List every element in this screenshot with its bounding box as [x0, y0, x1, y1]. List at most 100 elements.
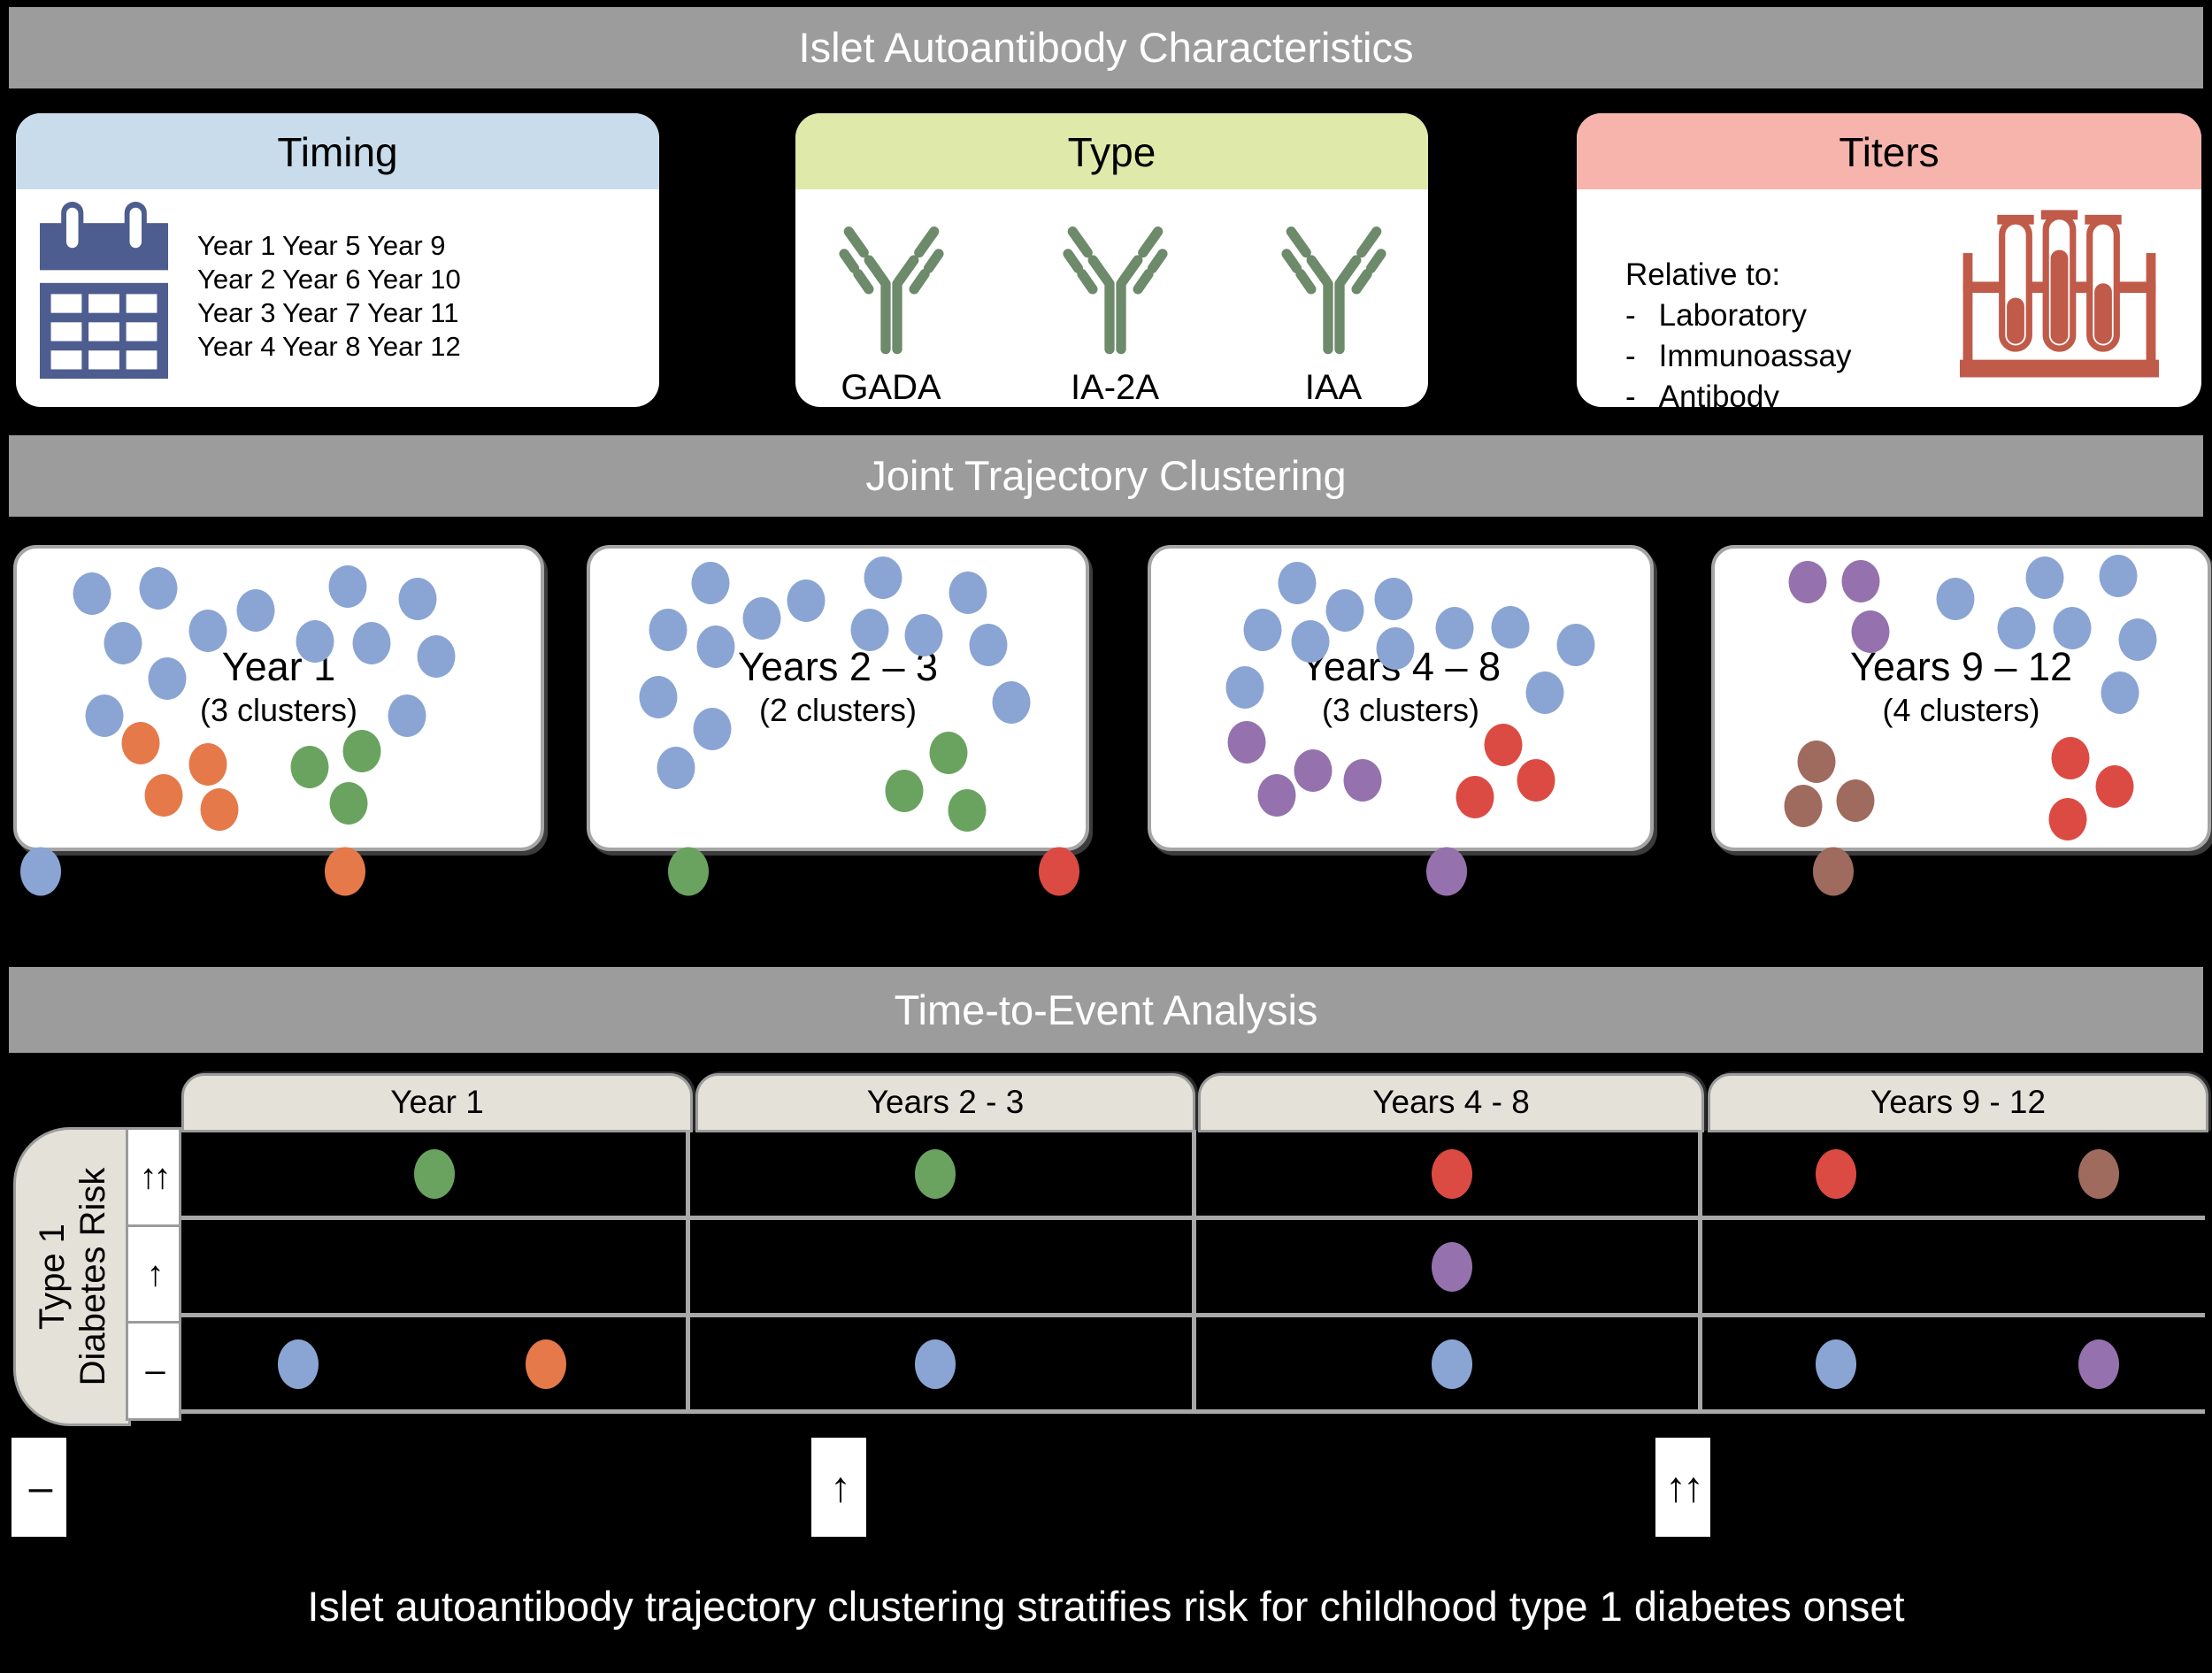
- cluster-dot-blue: [992, 681, 1031, 725]
- cluster-title: Year 1: [221, 644, 336, 690]
- risk-symbol-average: –: [145, 1351, 165, 1391]
- cluster-dot-orange: [121, 722, 160, 765]
- cluster-dot-purple: [1343, 758, 1382, 802]
- cluster-dot-blue: [904, 614, 943, 657]
- table-gridline-vertical: [1698, 1130, 1702, 1413]
- cluster-dot-blue: [188, 609, 227, 652]
- titers-item: - Antibody: [1625, 379, 1852, 407]
- cluster-dot-blue: [2053, 606, 2092, 649]
- bullet-dash: -: [1625, 298, 1636, 333]
- cluster-dot-blue: [864, 556, 902, 600]
- banner-islet-autoantibody-characteristics: Islet Autoantibody Characteristics: [9, 7, 2203, 88]
- cluster-dot-brown: [1836, 779, 1875, 822]
- cluster-dot-blue: [1435, 606, 1474, 649]
- cluster-dot-blue: [328, 564, 367, 608]
- risk-legend-symbol: ↑: [830, 1463, 851, 1511]
- cluster-subtitle: (2 clusters): [758, 692, 918, 729]
- cluster-dot-orange: [144, 773, 183, 817]
- titers-item-label: Antibody: [1658, 380, 1779, 407]
- cluster-dot-green: [948, 789, 987, 833]
- timing-header: Timing: [16, 113, 659, 189]
- cluster-dot-blue: [236, 588, 275, 632]
- timing-year-label: Year 1: [197, 230, 276, 261]
- cluster-dot-purple: [1227, 721, 1266, 764]
- cluster-dot-green: [929, 731, 968, 774]
- cluster-legend-dot-purple: [1426, 847, 1467, 896]
- risk-table-dot-red: [1431, 1149, 1472, 1199]
- cluster-dot-blue: [649, 608, 687, 651]
- test-tubes-icon: [1960, 210, 2159, 378]
- risk-table-dot-green: [414, 1149, 455, 1199]
- cluster-legend-dot-green: [668, 847, 709, 896]
- timing-year-label: Year 9: [367, 230, 446, 261]
- risk-legend-high-box: ↑↑: [1655, 1438, 1710, 1537]
- cluster-dot-red: [1517, 758, 1555, 802]
- cluster-dot-brown: [1784, 785, 1823, 828]
- risk-symbol-column: ↑↑ ↑ –: [126, 1127, 181, 1421]
- cluster-dot-blue: [1997, 606, 2036, 649]
- timing-year-label: Year 7: [282, 297, 361, 328]
- cluster-dot-blue: [296, 620, 334, 664]
- antibody-label-ia2a: IA-2A: [1070, 368, 1160, 407]
- timing-year-label: Year 5: [282, 230, 361, 261]
- cluster-dot-blue: [1225, 665, 1264, 709]
- cluster-dot-blue: [1936, 578, 1975, 621]
- cluster-dot-blue: [2118, 618, 2157, 662]
- table-gridline-vertical: [1192, 1130, 1196, 1413]
- risk-table-dot-brown: [2078, 1149, 2120, 1199]
- risk-table-row-label: Type 1 Diabetes Risk: [32, 1130, 113, 1424]
- risk-table-column-header: Years 2 - 3: [695, 1073, 1195, 1132]
- cluster-dot-blue: [1325, 588, 1364, 632]
- titers-box: Titers Relative to: - Laboratory - Immun…: [1577, 113, 2201, 407]
- risk-table-dot-red: [1816, 1149, 1857, 1199]
- cluster-dot-blue: [388, 694, 426, 737]
- calendar-icon: [40, 202, 168, 380]
- cluster-dot-blue: [2099, 555, 2138, 598]
- cluster-dot-blue: [691, 561, 730, 604]
- cluster-dot-purple: [1257, 773, 1296, 817]
- risk-table-column-header: Years 4 - 8: [1198, 1073, 1704, 1132]
- cluster-dot-blue: [1243, 608, 1282, 651]
- cluster-subtitle: (4 clusters): [1882, 692, 2040, 729]
- cluster-dot-red: [2051, 736, 2090, 779]
- type-box: Type GADA: [795, 113, 1428, 407]
- cluster-dot-blue: [2101, 671, 2139, 714]
- risk-table-dot-purple: [2078, 1339, 2120, 1389]
- cluster-dot-blue: [148, 657, 187, 701]
- antibody-icon: [1280, 226, 1386, 355]
- timing-year-label: Year 4: [197, 331, 276, 362]
- cluster-dot-blue: [850, 608, 889, 651]
- risk-table-column-header: Year 1: [181, 1073, 693, 1132]
- risk-table-dot-blue: [1431, 1339, 1472, 1389]
- row-label-line1: Type 1: [32, 1223, 72, 1331]
- cluster-subtitle: (3 clusters): [199, 692, 358, 729]
- titers-relative-list: Relative to: - Laboratory - Immunoassay …: [1625, 257, 1852, 407]
- timing-year-label: Year 2: [197, 264, 276, 295]
- cluster-dot-blue: [417, 635, 456, 679]
- cluster-legend-dot-brown: [1813, 847, 1854, 896]
- antibody-label-iaa: IAA: [1304, 368, 1363, 407]
- cluster-dot-red: [1455, 775, 1494, 818]
- risk-legend-average-box: –: [12, 1438, 66, 1537]
- timing-year-label: Year 10: [367, 264, 461, 295]
- bullet-dash: -: [1625, 380, 1636, 407]
- risk-table-row-label-box: Type 1 Diabetes Risk: [13, 1127, 131, 1426]
- risk-legend-symbol: ↑↑: [1665, 1463, 1704, 1511]
- risk-table-dot-purple: [1431, 1242, 1472, 1292]
- risk-symbol-elevated: ↑: [128, 1227, 179, 1324]
- cluster-title: Years 2 – 3: [737, 644, 938, 690]
- banner-time-to-event-analysis: Time-to-Event Analysis: [9, 967, 2203, 1053]
- cluster-dot-green: [885, 770, 924, 813]
- risk-table-dot-orange: [525, 1339, 566, 1389]
- cluster-box-year-1: Year 1 (3 clusters): [13, 545, 544, 851]
- risk-table-dot-blue: [277, 1339, 319, 1389]
- risk-table-dot-blue: [1816, 1339, 1857, 1389]
- risk-legend-elevated-box: ↑: [811, 1438, 866, 1537]
- antibody-figure: GADA: [820, 212, 962, 407]
- titers-header: Titers: [1577, 113, 2201, 189]
- titers-item-label: Laboratory: [1658, 298, 1807, 333]
- cluster-dot-blue: [104, 622, 142, 665]
- cluster-dot-blue: [639, 675, 678, 718]
- cluster-dot-blue: [352, 622, 391, 665]
- row-label-line2: Diabetes Risk: [73, 1167, 112, 1386]
